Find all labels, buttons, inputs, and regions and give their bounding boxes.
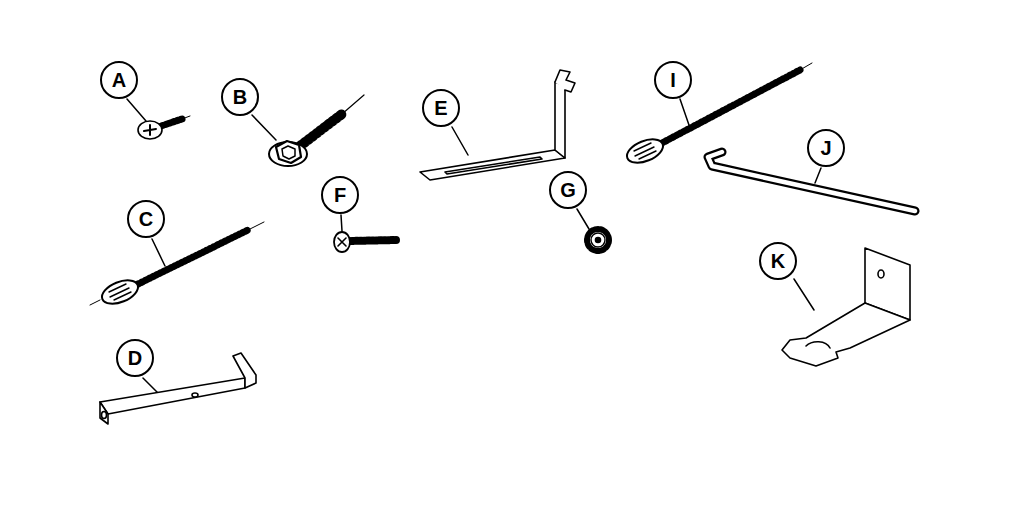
callout-circle: B (221, 78, 259, 116)
callout-circle: G (549, 171, 587, 209)
callout-circle: K (759, 242, 797, 280)
leader-lines (127, 99, 821, 393)
callout-letter: D (128, 348, 142, 368)
callout-letter: G (560, 180, 576, 200)
callout-letter: B (233, 87, 247, 107)
hex-washer-screw (269, 95, 364, 166)
callout-circle: E (422, 89, 460, 127)
forked-bracket (782, 248, 910, 366)
callout-circle: J (807, 129, 845, 167)
star-washer (587, 229, 609, 251)
small-screw (334, 232, 396, 252)
callout-circle: I (654, 61, 692, 99)
callout-circle: F (321, 176, 359, 214)
callout-letter: F (334, 185, 346, 205)
callout-letter: A (112, 70, 126, 90)
pan-head-screw (138, 116, 190, 139)
callout-letter: C (139, 209, 153, 229)
callout-letter: K (771, 251, 785, 271)
thumb-screw (90, 222, 264, 308)
callout-circle: A (100, 61, 138, 99)
callout-circle: D (116, 339, 154, 377)
slotted-bracket (420, 70, 575, 180)
callout-letter: I (670, 70, 676, 90)
callout-circle: C (127, 200, 165, 238)
callout-letter: J (820, 138, 831, 158)
callout-letter: E (434, 98, 447, 118)
